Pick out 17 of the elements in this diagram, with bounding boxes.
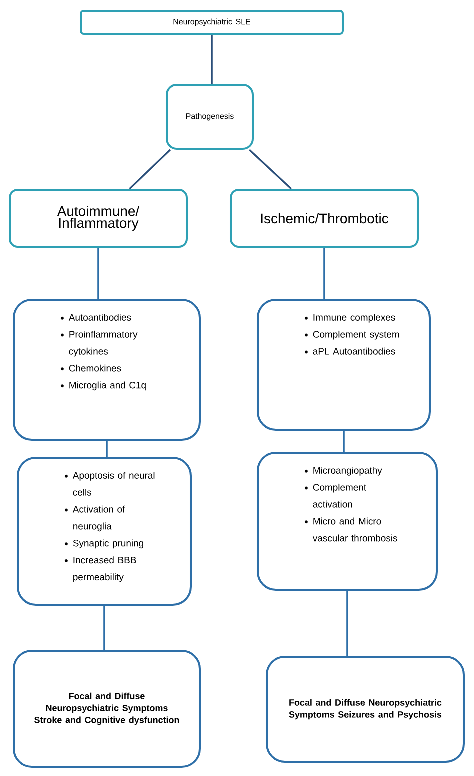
- connector-line: [343, 431, 345, 452]
- connector-line: [346, 591, 348, 656]
- list-box: Immune complexes Complement system aPL Autoantibodies: [257, 299, 431, 431]
- outcome-box: Focal and Diffuse Neuropsychiatric Symptoms Stroke and Cognitive dysfunction: [13, 650, 201, 768]
- connector-line: [106, 441, 108, 457]
- list-box: Microangiopathy Complement activation Micro and Micro vascular thrombosis: [257, 452, 438, 591]
- connector-line: [98, 248, 100, 299]
- connector-line: [104, 606, 106, 650]
- connector-line: [129, 149, 172, 190]
- list-box: Autoantibodies Proinflammatory cytokines Chemokines Microglia and C1q: [13, 299, 201, 441]
- list-box: Apoptosis of neural cells Activation of neuroglia Synaptic pruning Increased BBB permeability: [17, 457, 192, 606]
- outcome-box: Focal and Diffuse Neuropsychiatric Symptoms Seizures and Psychosis: [266, 656, 465, 763]
- category-box: Ischemic/Thrombotic: [230, 189, 419, 248]
- category-box: Autoimmune/ Inflammatory: [9, 189, 188, 248]
- connector-line: [211, 35, 213, 84]
- connector-line: [324, 248, 326, 299]
- connector-line: [248, 149, 292, 190]
